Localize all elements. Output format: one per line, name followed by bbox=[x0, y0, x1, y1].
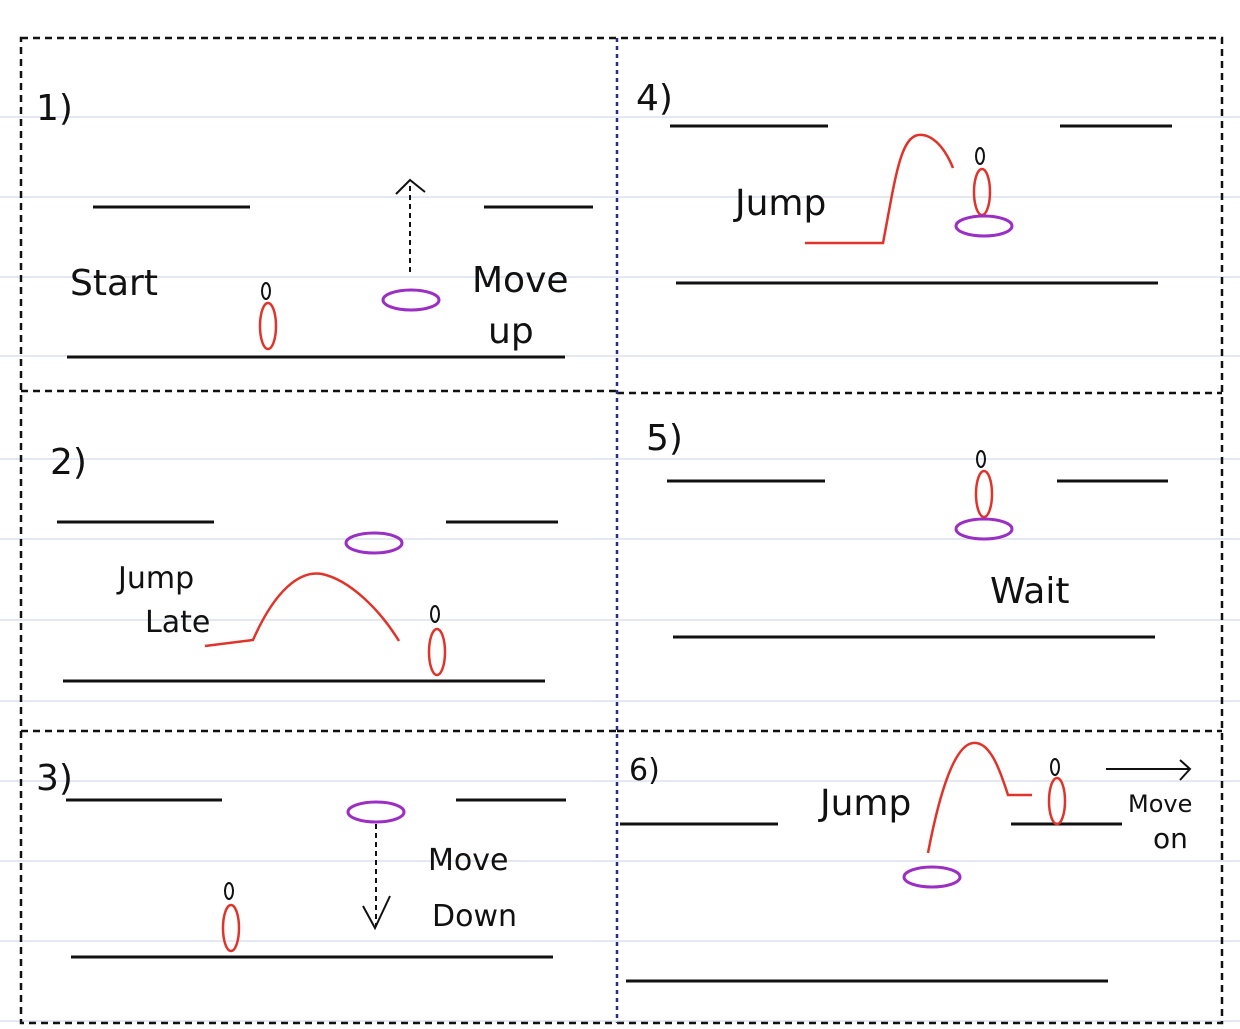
panel-number: 6) bbox=[629, 753, 660, 788]
panel-borders bbox=[19, 36, 1224, 1025]
annotation-jump: Jump bbox=[733, 183, 826, 224]
panel-number: 3) bbox=[36, 758, 73, 799]
panel-number: 1) bbox=[36, 88, 73, 129]
character bbox=[427, 605, 447, 677]
character-body bbox=[1047, 776, 1067, 826]
character-head bbox=[975, 147, 985, 165]
annotation-jump: Jump bbox=[116, 561, 194, 596]
annotation-move: Move bbox=[428, 843, 508, 878]
moving-platform bbox=[954, 517, 1014, 541]
panel-4: 4) Jump bbox=[636, 78, 1172, 285]
character bbox=[972, 147, 992, 217]
annotation-wait: Wait bbox=[990, 571, 1069, 612]
annotation-move: Move bbox=[472, 260, 569, 301]
character bbox=[221, 882, 241, 953]
panel-number: 2) bbox=[50, 442, 87, 483]
moving-platform bbox=[954, 214, 1014, 238]
annotation-up: up bbox=[488, 311, 534, 352]
moving-platform bbox=[344, 531, 404, 555]
annotation-on: on bbox=[1153, 822, 1188, 855]
annotation-move: Move bbox=[1128, 790, 1192, 818]
panel-1: 1) Start Move up bbox=[36, 88, 593, 359]
character-head bbox=[261, 282, 271, 300]
annotation-down: Down bbox=[432, 899, 517, 934]
character-head bbox=[1050, 758, 1060, 776]
character-head bbox=[976, 450, 986, 468]
jump-path bbox=[805, 133, 955, 245]
character bbox=[974, 450, 994, 519]
character-body bbox=[221, 903, 241, 953]
character bbox=[1047, 758, 1067, 826]
jump-path bbox=[926, 741, 1032, 854]
character-body bbox=[974, 469, 994, 519]
moving-platform bbox=[902, 865, 962, 889]
character-body bbox=[258, 301, 278, 351]
character-head bbox=[224, 882, 234, 900]
panel-5: 5) Wait bbox=[646, 418, 1168, 639]
arrow-head-right bbox=[1179, 759, 1192, 781]
character-head bbox=[430, 605, 440, 623]
arrow-head-up bbox=[395, 178, 426, 195]
panel-2: 2) Jump Late bbox=[50, 442, 558, 683]
annotation-start: Start bbox=[70, 263, 158, 304]
panel-number: 5) bbox=[646, 418, 683, 459]
panel-6: 6) Jump Move on bbox=[620, 741, 1192, 983]
panel-3: 3) Move Down bbox=[36, 758, 566, 959]
character-body bbox=[972, 167, 992, 217]
annotation-jump: Jump bbox=[818, 783, 911, 824]
panel-number: 4) bbox=[636, 78, 673, 119]
arrow-head-down bbox=[362, 895, 391, 931]
moving-platform bbox=[346, 800, 406, 824]
outer-border bbox=[19, 36, 1224, 1025]
annotation-late: Late bbox=[145, 605, 210, 640]
character bbox=[258, 282, 278, 351]
character-body bbox=[427, 627, 447, 677]
moving-platform bbox=[381, 288, 441, 312]
jump-path bbox=[204, 572, 401, 648]
notebook-ruled-lines bbox=[0, 116, 1240, 1022]
